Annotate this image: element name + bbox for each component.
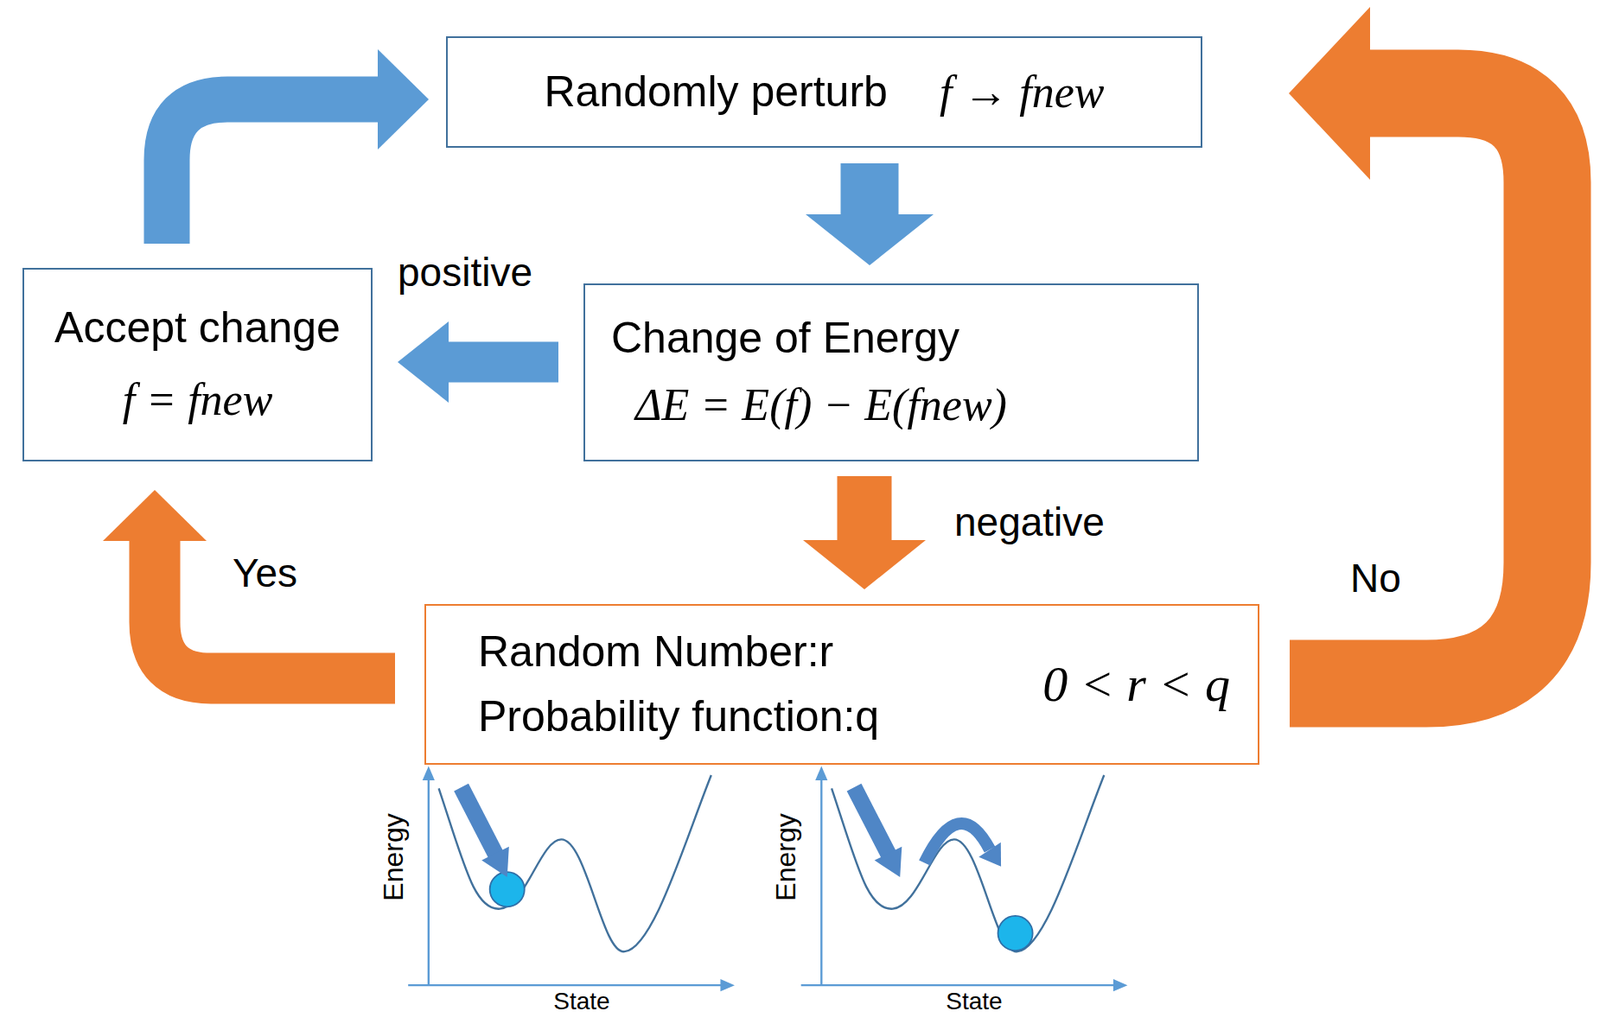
block-arrow (805, 163, 934, 266)
node-text: Change of Energy (611, 313, 960, 364)
block-arrow (102, 490, 396, 679)
axis-arrowhead (1113, 979, 1129, 992)
node-text: Random Number:r (478, 627, 834, 678)
block-arrow (166, 49, 429, 244)
drop-arrowhead (481, 847, 510, 878)
block-arrow (397, 321, 559, 403)
axis-label: Energy (771, 813, 800, 901)
text-group: f → fnew (939, 66, 1105, 119)
state-ball (490, 872, 525, 907)
node-text: Randomly perturb (543, 67, 887, 118)
x-axis (801, 984, 1118, 987)
block-arrow (1288, 6, 1548, 684)
block-arrow (803, 476, 926, 590)
energy-curve (831, 775, 1104, 952)
math-expression: f = fnew (122, 374, 274, 427)
energy-plot (801, 765, 1129, 992)
arrow-shaft (166, 99, 379, 244)
arrowhead (805, 214, 934, 266)
process-box: Random Number:rProbability function:q 0 <… (424, 604, 1260, 765)
process-box: Randomly perturb f → fnew (446, 36, 1203, 148)
edge-label: positive (397, 249, 533, 296)
axis-arrowhead (720, 979, 735, 992)
arrow-shaft (841, 163, 899, 216)
math-expression: ΔE = E(f) − E(fnew) (635, 379, 1008, 432)
arrow-shaft (154, 540, 396, 679)
edge-label: Yes (232, 550, 298, 597)
y-axis (820, 775, 823, 986)
axis-arrowhead (815, 765, 828, 781)
text-group: Random Number:rProbability function:q (478, 627, 880, 743)
arrowhead (803, 540, 926, 590)
edge-label: No (1350, 555, 1402, 602)
arrowhead (397, 321, 449, 403)
energy-curve (439, 775, 712, 952)
arrow-shaft (837, 476, 893, 542)
arrow-shaft (447, 342, 559, 383)
node-text: Probability function:q (478, 692, 880, 743)
node-text: Accept change (54, 303, 341, 354)
arrowhead (102, 490, 207, 542)
math-expression: 0 < r < q (1042, 656, 1231, 714)
energy-plot (407, 765, 735, 992)
state-ball (998, 916, 1033, 951)
arrowhead (1288, 6, 1371, 180)
jump-arrowhead (978, 842, 1001, 867)
edge-label: negative (954, 499, 1105, 546)
arrow-shaft (1289, 93, 1548, 684)
axis-label: Energy (379, 813, 408, 901)
text-group: f = fnew (122, 374, 274, 427)
drop-arrowhead (874, 847, 903, 878)
y-axis (427, 775, 430, 986)
process-box: Change of Energy ΔE = E(f) − E(fnew) (583, 283, 1199, 462)
drop-arrow (854, 787, 889, 855)
arrowhead (377, 49, 429, 150)
text-group: Change of Energy (611, 313, 960, 364)
math-expression: f → fnew (939, 66, 1105, 119)
axis-label: State (945, 989, 1002, 1014)
process-box: Accept change f = fnew (22, 267, 373, 462)
axis-label: State (553, 989, 610, 1014)
text-group: Accept change (54, 303, 341, 354)
text-group: ΔE = E(f) − E(fnew) (611, 379, 1008, 432)
axis-arrowhead (422, 765, 435, 781)
drop-arrow (461, 787, 497, 855)
text-group: Randomly perturb (543, 67, 887, 118)
x-axis (407, 984, 725, 987)
text-group: 0 < r < q (1042, 656, 1231, 714)
